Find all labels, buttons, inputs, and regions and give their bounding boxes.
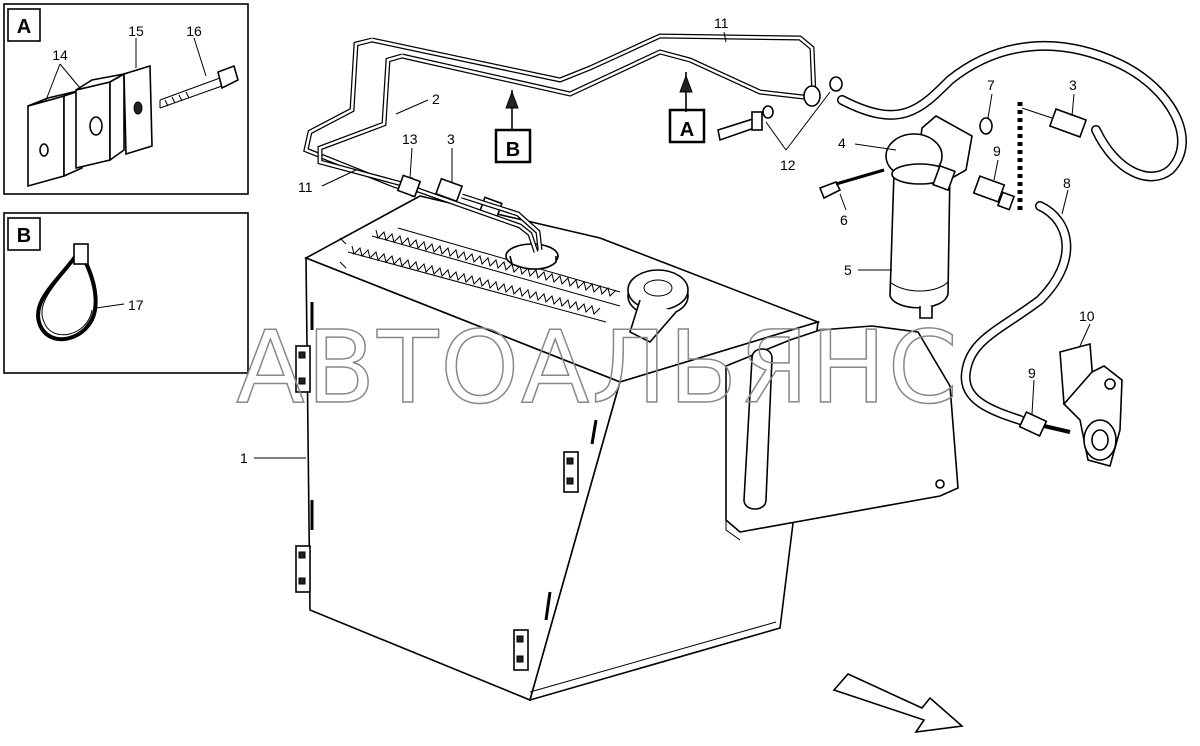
detail-box-b-letter: B	[17, 225, 31, 247]
label-11-top: 11	[714, 15, 729, 31]
fuel-lines	[303, 33, 1187, 425]
label-14: 14	[52, 47, 68, 63]
label-3-left: 3	[447, 131, 455, 147]
label-2: 2	[432, 91, 440, 107]
label-9-lower: 9	[1028, 365, 1036, 381]
fuel-filter	[818, 115, 1016, 319]
hand-pump	[1018, 342, 1123, 467]
detail-box-a: A 14 15 16	[3, 3, 249, 195]
label-7: 7	[987, 77, 995, 93]
view-marker-a-letter: A	[680, 119, 694, 141]
direction-arrow	[832, 673, 964, 734]
label-3-right: 3	[1069, 77, 1077, 93]
label-8: 8	[1063, 175, 1071, 191]
callouts: 1 2 3 3 4 5 6 7 8 9 9 10 11 11 12 13	[240, 15, 1095, 466]
label-5: 5	[844, 262, 852, 278]
watermark: АВТОАЛЬЯНС	[236, 309, 960, 426]
label-4: 4	[838, 135, 846, 151]
label-11-left: 11	[298, 179, 313, 195]
mounting-bracket	[725, 325, 959, 541]
label-6: 6	[840, 212, 848, 228]
label-1: 1	[240, 450, 248, 466]
label-9-upper: 9	[993, 143, 1001, 159]
detail-box-a-tag	[7, 8, 41, 42]
view-marker-b-letter: B	[506, 139, 520, 161]
label-12: 12	[780, 157, 796, 173]
label-17: 17	[128, 297, 144, 313]
detail-box-b-tag	[7, 217, 41, 251]
view-marker-a: A	[668, 72, 706, 144]
label-10: 10	[1079, 308, 1095, 324]
label-13: 13	[402, 131, 418, 147]
label-15: 15	[128, 23, 144, 39]
detail-box-b: B 17	[3, 212, 249, 374]
label-16: 16	[186, 23, 202, 39]
view-marker-b: B	[494, 90, 532, 164]
fuel-tank	[295, 195, 821, 702]
detail-box-a-letter: A	[17, 16, 31, 38]
